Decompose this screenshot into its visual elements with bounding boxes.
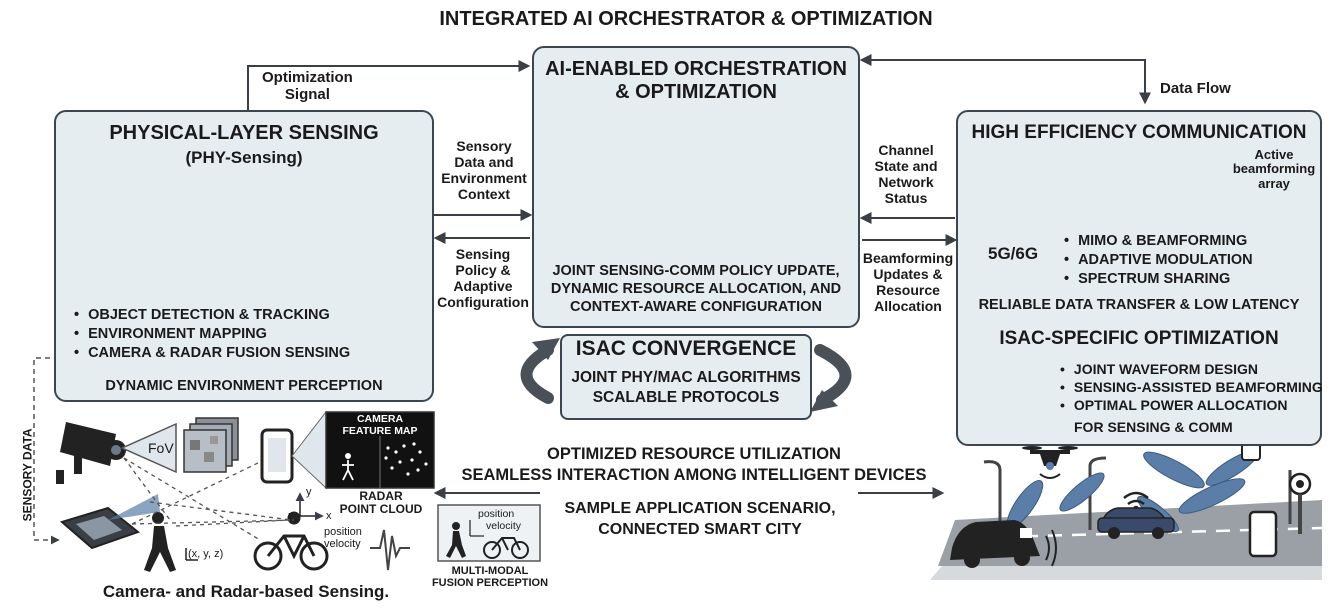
point-cloud-dot — [390, 466, 394, 470]
phy-sensing-footer: DYNAMIC ENVIRONMENT PERCEPTION — [105, 378, 383, 394]
phy-sensing-subtitle: (PHY-Sensing) — [185, 148, 303, 167]
isac-arrowhead-right — [810, 390, 838, 412]
camera-fov-cone — [120, 422, 177, 474]
point-cloud-dot — [418, 450, 422, 454]
data-flow-label: Data Flow — [1160, 80, 1231, 97]
point-cloud-dot — [406, 472, 410, 476]
point-cloud-dot — [412, 442, 416, 446]
isac-convergence-title: ISAC CONVERGENCE — [575, 337, 797, 360]
sensory-data-dashed-line — [33, 357, 68, 545]
point-cloud-dot — [416, 468, 420, 472]
ai-orchestration-box — [532, 46, 860, 328]
page-title: INTEGRATED AI ORCHESTRATOR & OPTIMIZATIO… — [439, 8, 933, 30]
axes-glyph — [185, 492, 324, 561]
isac-optimization-title: ISAC-SPECIFIC OPTIMIZATION — [999, 328, 1279, 349]
phy-bullet: CAMERA & RADAR FUSION SENSING — [74, 344, 350, 363]
fusion-perception-panel — [437, 504, 541, 562]
isac-bullet: JOINT WAVEFORM DESIGN — [1060, 360, 1323, 378]
communication-footer: RELIABLE DATA TRANSFER & LOW LATENCY — [978, 297, 1300, 313]
surveillance-camera-icon — [56, 422, 126, 484]
sensing-dashed-links — [123, 457, 295, 541]
comm-bullet: ADAPTIVE MODULATION — [1064, 251, 1253, 270]
pedestrian-icon — [144, 512, 176, 572]
foreground-car-icon — [950, 520, 1057, 568]
isac-bullet: OPTIMAL POWER ALLOCATION — [1060, 396, 1323, 414]
image-stack-icon — [183, 417, 239, 473]
phy-sensing-bullets: OBJECT DETECTION & TRACKING ENVIRONMENT … — [74, 306, 350, 363]
comm-bullet: MIMO & BEAMFORMING — [1064, 232, 1253, 251]
communication-bullets: MIMO & BEAMFORMING ADAPTIVE MODULATION S… — [1064, 232, 1253, 289]
application-scenario-label: SAMPLE APPLICATION SCENARIO,CONNECTED SM… — [564, 500, 836, 538]
point-cloud-dot — [386, 446, 390, 450]
fusion-velocity-label: velocity — [486, 520, 522, 532]
point-cloud-dot — [424, 462, 428, 466]
isac-optimization-bullets: JOINT WAVEFORM DESIGN SENSING-ASSISTED B… — [1060, 360, 1323, 415]
isac-bullet: SENSING-ASSISTED BEAMFORMING — [1060, 378, 1323, 396]
point-cloud-dot — [410, 458, 414, 462]
echo-signal-icon — [370, 529, 410, 571]
phone-projection-cone — [291, 410, 327, 490]
scene-smartphone-icon — [260, 428, 294, 484]
isac-optimization-last-line: FOR SENSING & COMM — [1074, 419, 1233, 435]
isac-convergence-box — [560, 334, 812, 420]
ai-orchestration-description: JOINT SENSING-COMM POLICY UPDATE,DYNAMIC… — [550, 263, 842, 316]
tower-label: 5G/6G — [988, 244, 1039, 263]
radar-chip-icon — [59, 494, 160, 550]
axis-x-label: x — [326, 510, 332, 522]
ai-orchestration-title: AI-ENABLED ORCHESTRATION& OPTIMIZATION — [545, 58, 847, 103]
camera-feature-map-panel — [325, 411, 435, 489]
sensing-caption: Camera- and Radar-based Sensing. — [102, 582, 390, 601]
phy-bullet: ENVIRONMENT MAPPING — [74, 325, 350, 344]
bicycle-icon — [253, 511, 329, 571]
phy-bullet: OBJECT DETECTION & TRACKING — [74, 306, 350, 325]
phy-sensing-title: PHYSICAL-LAYER SENSING — [109, 122, 379, 144]
point-cloud-dot — [384, 456, 388, 460]
drone-icon — [1022, 446, 1078, 479]
comm-bullet: SPECTRUM SHARING — [1064, 270, 1253, 289]
axis-z-label: z — [288, 510, 294, 522]
traffic-sign-icon — [1288, 472, 1312, 534]
axis-y-label: y — [306, 486, 312, 498]
fusion-position-label: position — [478, 508, 515, 520]
point-cloud-dot — [398, 460, 402, 464]
point-cloud-dot — [394, 450, 398, 454]
sensory-data-side-label: SENSORY DATA — [20, 428, 35, 522]
point-cloud-dot — [402, 444, 406, 448]
isac-cycle-arrows — [520, 344, 852, 406]
isac-arrowhead-left — [532, 338, 560, 360]
connected-car-icon — [1097, 507, 1175, 539]
communication-title: HIGH EFFICIENCY COMMUNICATION — [971, 122, 1307, 143]
fov-label: FoV — [148, 440, 174, 456]
coordinate-label: (x, y, z) — [188, 548, 224, 560]
data-flow-arrow — [859, 54, 1151, 105]
roadside-phone-icon — [1248, 510, 1278, 558]
optimization-signal-arrow — [247, 60, 531, 110]
